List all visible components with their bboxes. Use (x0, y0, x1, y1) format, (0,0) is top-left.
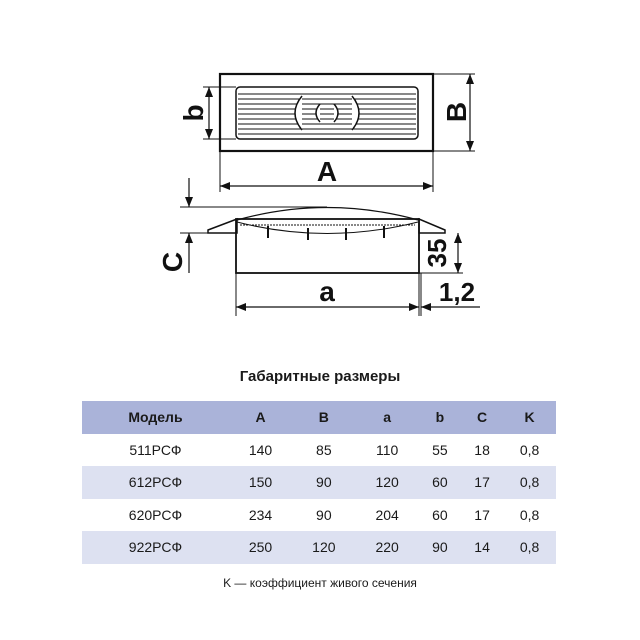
footnote: K — коэффициент живого сечения (223, 576, 417, 590)
knob-icon (294, 95, 360, 131)
technical-drawing: b B A C 35 (157, 72, 480, 316)
grille-slats (238, 93, 416, 135)
col-model: Модель (82, 401, 229, 434)
cell: 90 (316, 506, 332, 523)
cell: 120 (292, 531, 356, 564)
cell: 150 (228, 466, 293, 499)
dim-A-label: A (317, 156, 337, 187)
cell: 234 (248, 506, 273, 523)
cell: 18 (474, 441, 490, 458)
cell: 612РСФ (82, 466, 229, 499)
cell: 17 (474, 506, 490, 523)
cell: 60 (418, 466, 461, 499)
cell: 120 (355, 466, 419, 499)
cell: 14 (460, 531, 504, 564)
col-K: K (503, 401, 556, 434)
cell: 140 (248, 441, 273, 458)
cell: 85 (316, 441, 332, 458)
table-header-row: Модель A B a b C K (82, 401, 556, 434)
dim-thickness-label: 1,2 (439, 277, 475, 307)
cell: 922РСФ (82, 531, 229, 564)
cell: 55 (432, 441, 448, 458)
cell: 511РСФ (129, 441, 182, 458)
col-A: A (228, 401, 293, 434)
cell: 60 (432, 506, 448, 523)
dim-C-label: C (157, 252, 188, 272)
col-B: B (292, 401, 356, 434)
dimensions-table: Модель A B a b C K 511РСФ 140 85 110 55 18 0,8… (82, 401, 556, 564)
cell: 204 (375, 506, 399, 523)
top-view: b B A (178, 72, 475, 192)
cell: 250 (228, 531, 293, 564)
col-b: b (418, 401, 461, 434)
side-view: C 35 a 1,2 (157, 178, 480, 316)
table-row: 620РСФ 234 90 204 60 17 0,8 (82, 499, 556, 532)
dim-B-label: B (441, 102, 472, 122)
cell: 0,8 (503, 466, 556, 499)
cell: 90 (418, 531, 461, 564)
cell: 0,8 (519, 441, 540, 458)
cell: 17 (460, 466, 504, 499)
dim-b-label: b (178, 104, 209, 121)
cell: 220 (355, 531, 419, 564)
col-a: a (355, 401, 419, 434)
col-C: C (460, 401, 504, 434)
table-row: 511РСФ 140 85 110 55 18 0,8 (82, 434, 556, 467)
dim-a-label: a (319, 276, 335, 307)
dim-35-label: 35 (422, 239, 452, 268)
cell: 0,8 (503, 531, 556, 564)
cell: 0,8 (519, 506, 540, 523)
cell: 620РСФ (128, 506, 183, 523)
cell: 90 (292, 466, 356, 499)
table-title: Габаритные размеры (239, 368, 401, 385)
cell: 110 (375, 441, 399, 458)
